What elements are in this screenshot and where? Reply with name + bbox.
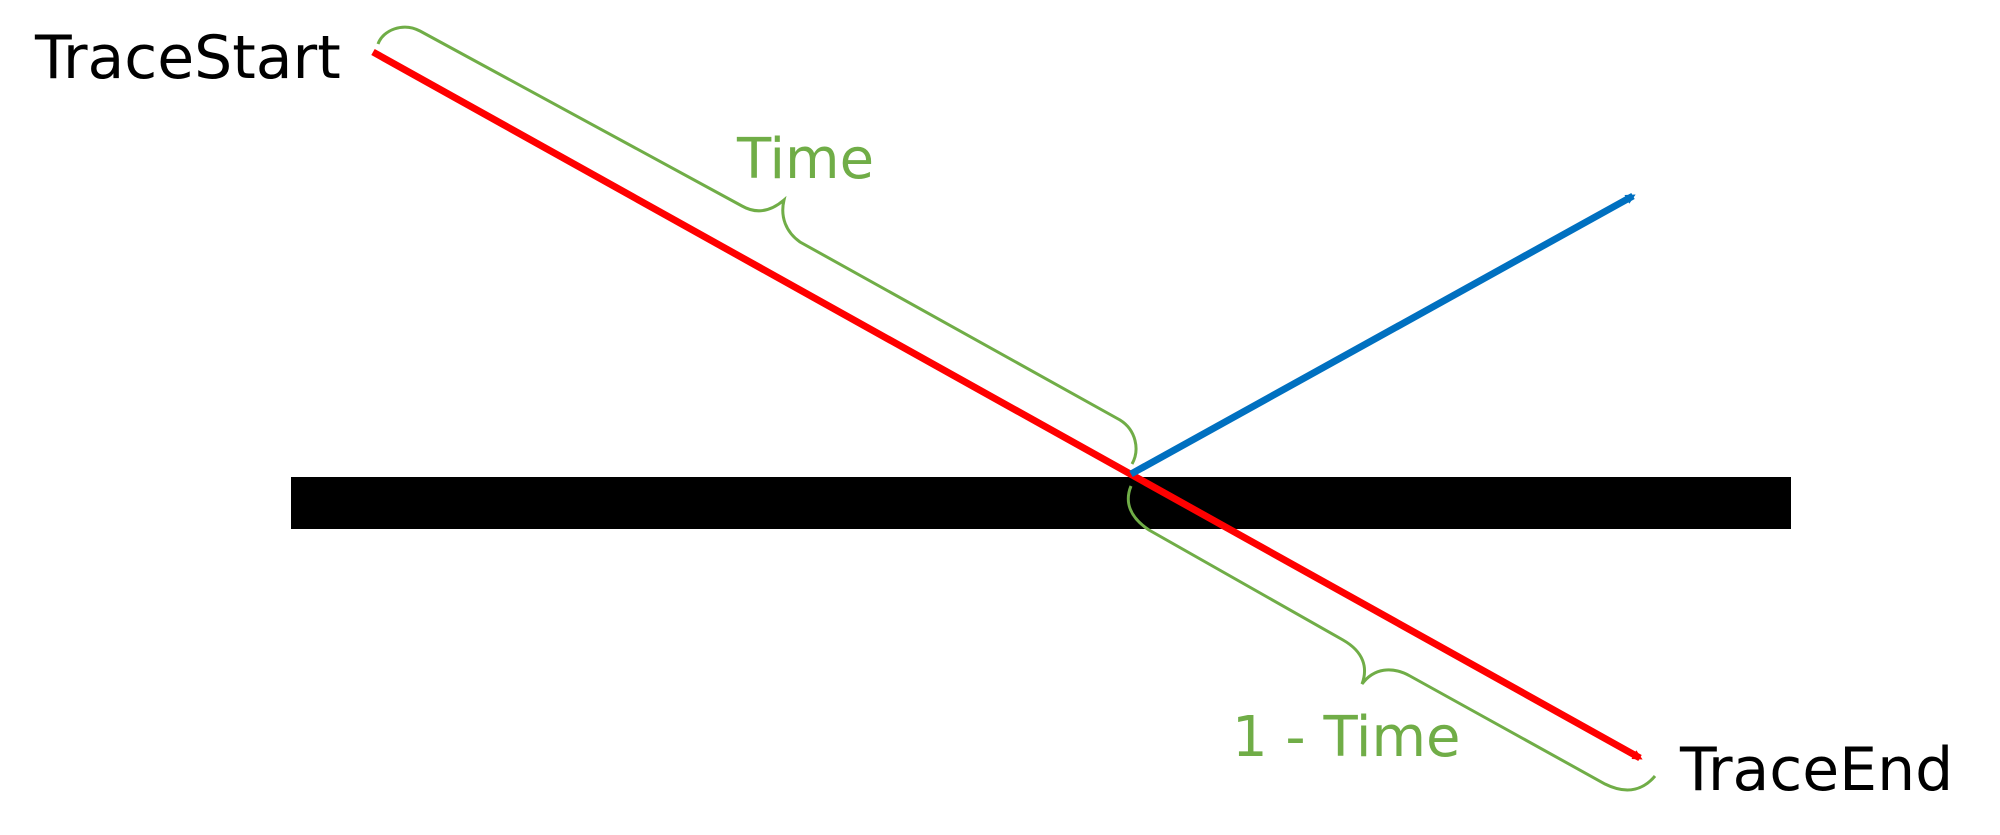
trace-line [371, 48, 1643, 762]
surface-bar [291, 477, 1791, 529]
one-minus-time-brace [1126, 485, 1657, 792]
reflection-arrow [1129, 192, 1636, 478]
trace-start-label: TraceStart [34, 23, 341, 93]
trace-end-label: TraceEnd [1679, 735, 1953, 805]
time-label: Time [736, 127, 874, 192]
time-brace [376, 25, 1138, 465]
one-minus-time-label: 1 - Time [1232, 705, 1460, 770]
